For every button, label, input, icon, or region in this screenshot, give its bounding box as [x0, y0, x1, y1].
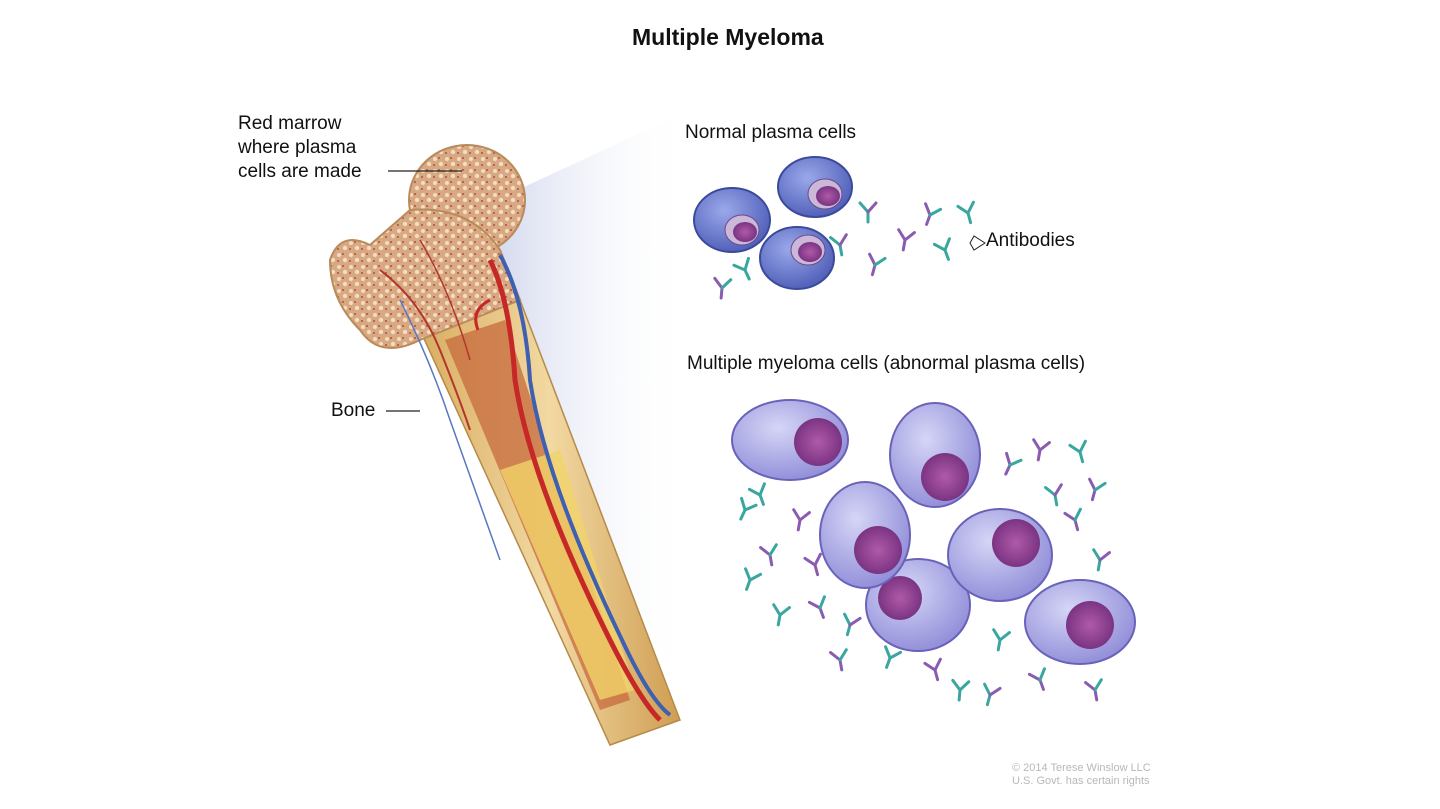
myeloma-cell [865, 558, 971, 652]
normal-plasma-cells [693, 156, 853, 290]
antibody-icon [1063, 507, 1082, 532]
antibody-icon [1004, 451, 1023, 476]
antibody-icon [829, 233, 848, 257]
copyright-credit: © 2014 Terese Winslow LLC U.S. Govt. has… [1012, 762, 1151, 787]
antibodies-group [713, 200, 1111, 707]
antibody-icon [1032, 438, 1051, 462]
myeloma-cells-label: Multiple myeloma cells (abnormal plasma … [687, 353, 1086, 374]
antibody-icon [992, 628, 1011, 652]
myeloma-cells [731, 399, 1136, 665]
antibody-icon [884, 645, 903, 669]
myeloma-cell [889, 402, 981, 508]
antibody-icon [807, 595, 826, 619]
antibody-icon [932, 237, 951, 261]
antibody-icon [956, 200, 975, 225]
antibody-icon [858, 201, 878, 224]
antibody-icon [1027, 667, 1046, 691]
antibody-icon [803, 552, 822, 577]
red-marrow-label: Red marrow where plasma cells are made [238, 113, 362, 182]
antibody-icon [739, 496, 758, 521]
antibody-icon [1092, 548, 1111, 572]
antibody-icon [759, 543, 778, 567]
antibody-icon [868, 252, 887, 277]
myeloma-cell [819, 481, 911, 589]
normal-plasma-cell [777, 156, 853, 218]
magnification-beam [485, 110, 690, 700]
diagram-title: Multiple Myeloma [632, 24, 824, 50]
normal-plasma-cells-label: Normal plasma cells [685, 122, 857, 143]
antibodies-bracket [969, 235, 986, 251]
antibody-icon [951, 678, 971, 702]
antibody-icon [923, 657, 942, 682]
antibody-icon [772, 603, 791, 627]
normal-plasma-cell [759, 226, 835, 290]
antibody-icon [924, 202, 943, 226]
antibody-icon [732, 256, 751, 281]
myeloma-cell [947, 508, 1053, 602]
antibody-icon [829, 648, 848, 672]
antibody-icon [897, 228, 916, 252]
blood-vessels [474, 254, 672, 722]
bone-illustration [328, 144, 681, 746]
antibody-icon [983, 682, 1002, 707]
antibodies-label: Antibodies [986, 230, 1075, 251]
bone-label: Bone [331, 400, 376, 421]
myeloma-cell [731, 399, 849, 481]
myeloma-cell [1024, 579, 1136, 665]
antibody-icon [1044, 483, 1063, 507]
antibody-icon [1068, 439, 1087, 464]
antibody-icon [843, 612, 862, 637]
antibody-icon [1084, 678, 1103, 702]
normal-plasma-cell [693, 187, 771, 253]
antibody-icon [747, 482, 766, 506]
antibody-icon [744, 567, 763, 591]
antibody-icon [792, 508, 811, 532]
antibody-icon [1088, 477, 1107, 502]
antibody-icon [713, 276, 733, 300]
